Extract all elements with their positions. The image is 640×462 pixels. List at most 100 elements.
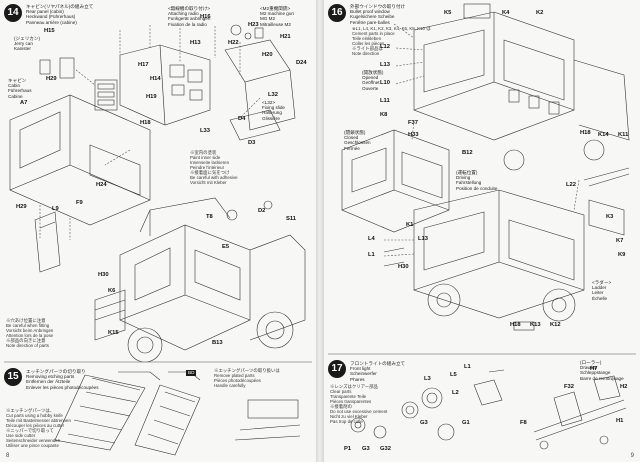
light-note: ※レンズはクリアー部品 Clear parts Transparente Tei… — [330, 384, 387, 424]
radio-caption: <無線機の取り付け> Attaching radio Funkgerät anb… — [168, 6, 210, 27]
caption-line: Fixing slide — [262, 105, 285, 111]
etch-fret-label: BD — [186, 370, 197, 376]
part-label: B13 — [212, 340, 223, 346]
note-line: Pièces photodécoupées — [214, 378, 261, 383]
note-line: Peindre l'intérieur — [190, 165, 225, 170]
note-line: Seitenschneider verwenden — [6, 438, 61, 443]
step-14-title: キャビン(リヤパネル)の組み立て Rear panel (cabin) Heck… — [26, 4, 93, 25]
part-label: H16 — [200, 14, 211, 20]
page-gutter — [316, 0, 324, 462]
part-label: H30 — [398, 264, 409, 270]
caption-line: Ouverte — [362, 85, 379, 91]
driving-caption: (運転位置) Driving Fahrstellung Position de … — [456, 170, 497, 191]
jerrycan-caption: (ジェリカン) Jerry can Kanister — [14, 36, 40, 52]
part-label: F32 — [564, 384, 574, 390]
caption-line: M2 machine gun — [260, 11, 294, 17]
part-label: G3 — [420, 420, 428, 426]
page-number: 8 — [6, 453, 10, 459]
caption-line: Mitrailleuse M2 — [260, 21, 291, 27]
caption-line: <ラダー> — [592, 280, 612, 285]
part-label: K3 — [606, 214, 614, 220]
caption-line: (開放状態) — [362, 70, 384, 75]
l32-caption: <L32> Fixing slide Halterung Glissière — [262, 100, 285, 121]
note-line: Découper les pièces au cutter — [6, 423, 65, 428]
part-label: H20 — [262, 52, 273, 58]
note-line: Teile einkleben — [352, 36, 382, 41]
caption-line: Attaching radio — [168, 11, 199, 17]
part-label: H21 — [280, 34, 291, 40]
caption-line: (ローラー) — [580, 360, 602, 365]
step-16-title: 外部ウインドウの取り付け Bullet proof window Kugelsi… — [350, 4, 405, 25]
step-15-title-jp: エッチングパーツの切り取り — [26, 369, 86, 374]
part-label: L5 — [450, 372, 457, 378]
part-label: D24 — [296, 60, 307, 66]
caption-line: <M2重機関銃> — [260, 6, 291, 11]
caption-line: Cabin — [8, 83, 21, 89]
part-label: L4 — [368, 236, 375, 242]
part-label: L3 — [424, 376, 431, 382]
caption-line: Fermée — [344, 145, 360, 151]
note-line: Be careful with adhesive — [190, 175, 238, 180]
part-label: L2 — [452, 390, 459, 396]
note-line: ※ニッパーで切り取って — [6, 428, 54, 433]
part-label: B12 — [462, 150, 473, 156]
step-14-title-line: Rear panel (cabin) — [26, 9, 64, 15]
caption-line: Cabine — [8, 93, 23, 99]
part-label: H18 — [140, 120, 151, 126]
drawbar-caption: (ローラー) Drawbar Schleppstange Barre de re… — [580, 360, 624, 381]
note-line: Innenseite lackieren — [190, 160, 230, 165]
note-line: Note direction — [352, 51, 380, 56]
step-17-title-line: Phares — [350, 376, 365, 382]
note-line: Do not use excessive cement — [330, 409, 388, 414]
caption-line: Position de conduite — [456, 185, 498, 191]
caption-line: Geschlossen — [344, 140, 371, 146]
caption-line: MG M2 — [260, 16, 276, 22]
note-line: Teile mit Bastelmesser abtrennen — [6, 418, 71, 423]
part-label: L9 — [52, 206, 59, 212]
part-label: K2 — [536, 10, 544, 16]
step-number-15: 15 — [4, 368, 22, 386]
part-label: K12 — [550, 322, 561, 328]
part-label: D4 — [238, 116, 246, 122]
step-14-title-line: Heckwand (Führerhaus) — [26, 14, 76, 20]
part-label: H23 — [248, 22, 259, 28]
part-label: G3 — [362, 446, 370, 452]
note-line: Pas trop de colle — [330, 419, 363, 424]
part-label: F37 — [408, 120, 418, 126]
part-label: K4 — [502, 10, 510, 16]
part-label: D3 — [248, 140, 256, 146]
caption-line: Ladder — [592, 285, 607, 291]
note-line: ※L1, L4, K1, K2, K3, K4, K6, K8, K10 は — [352, 26, 431, 31]
part-label: H29 — [46, 76, 57, 82]
part-label: K7 — [616, 238, 624, 244]
part-label: K8 — [380, 112, 388, 118]
cabin-caption: キャビン Cabin Führerhaus Cabine — [8, 78, 32, 99]
caption-line: Führerhaus — [8, 88, 32, 94]
caption-line: Opened — [362, 75, 379, 81]
note-line: Paint inner side — [190, 155, 221, 160]
note-line: ※接着剤の — [330, 404, 352, 409]
part-label: H19 — [146, 94, 157, 100]
part-label: H29 — [16, 204, 27, 210]
caption-line: Échelle — [592, 295, 608, 301]
note-line: Vorsicht mit Kleber — [190, 180, 227, 185]
note-line: Note direction of parts — [6, 343, 49, 348]
note-line: Remove plated parts — [214, 373, 255, 378]
part-label: L13 — [380, 62, 390, 68]
part-label: G32 — [380, 446, 391, 452]
caption-line: Driving — [456, 175, 471, 181]
step-number-17: 17 — [328, 360, 346, 378]
note-line: Nicht zu viel Kleber — [330, 414, 368, 419]
part-label: K11 — [618, 132, 629, 138]
part-label: E5 — [222, 244, 230, 250]
part-label: H22 — [228, 40, 239, 46]
part-label: S11 — [286, 216, 296, 222]
note-line: Pièces transparentes — [330, 399, 372, 404]
part-label: H24 — [96, 182, 107, 188]
part-label: L22 — [566, 182, 576, 188]
caption-line: Geöffnet — [362, 80, 380, 86]
part-label: P1 — [344, 446, 352, 452]
inner-paint-note: ※室内の塗装 Paint inner side Innenseite lacki… — [190, 150, 238, 185]
closed-caption: (閉鎖状態) Closed Geschlossen Fermée — [344, 130, 371, 151]
caption-line: Fixation de la radio — [168, 21, 207, 27]
